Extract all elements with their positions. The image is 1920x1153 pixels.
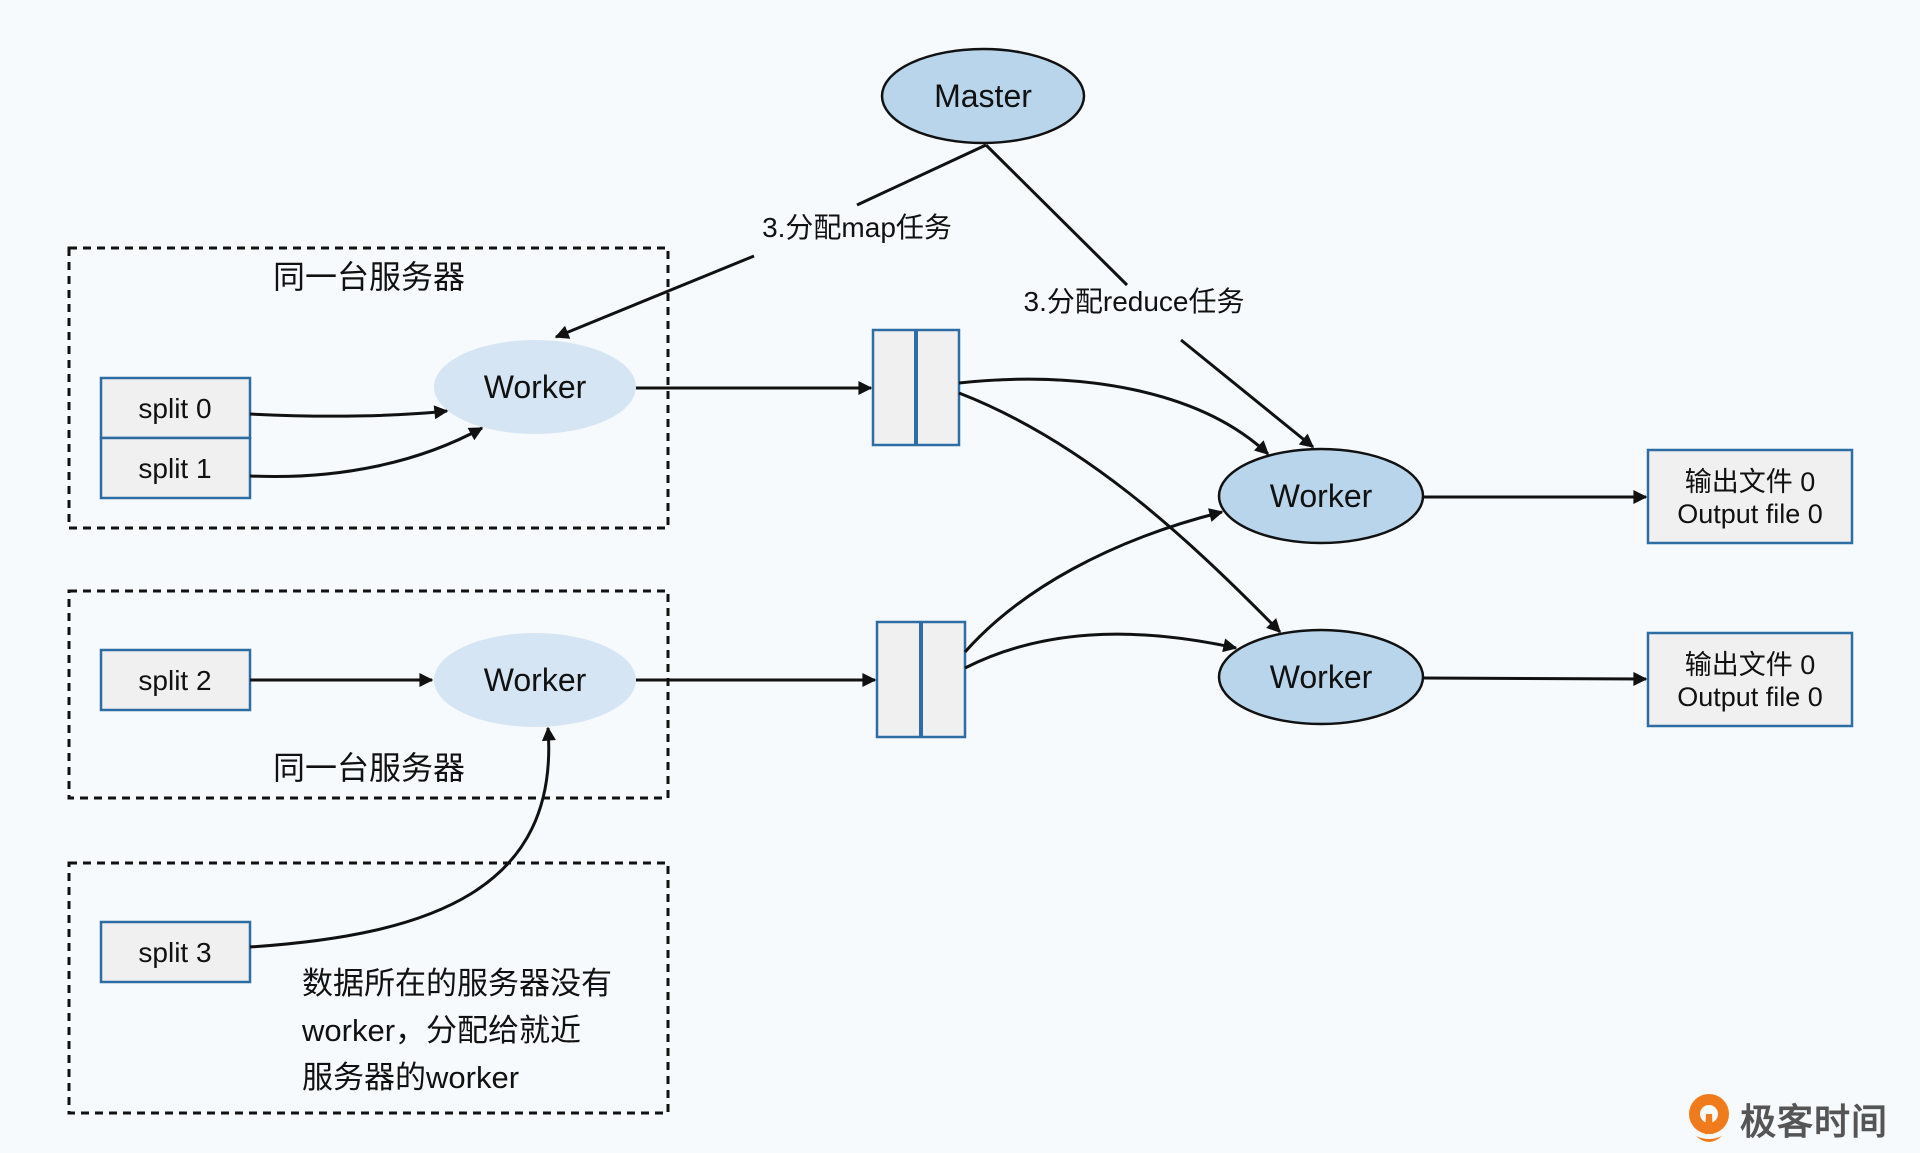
svg-text:split 3: split 3	[138, 937, 211, 968]
svg-text:Output file 0: Output file 0	[1677, 682, 1823, 712]
split-3-box: split 3	[99, 920, 252, 984]
svg-text:split 0: split 0	[138, 393, 211, 424]
server-group-3	[67, 861, 670, 1115]
master-node: Master	[880, 47, 1086, 145]
output-file-1: 输出文件 0 Output file 0	[1646, 448, 1854, 545]
note-line-3: 服务器的worker	[302, 1060, 519, 1095]
note-line-1: 数据所在的服务器没有	[302, 966, 612, 1001]
edge-master-map-a	[856, 143, 987, 207]
intermediate-files-2	[875, 620, 967, 739]
split-1-box: split 1	[99, 436, 252, 500]
svg-text:Master: Master	[934, 78, 1032, 114]
edge-queue1-reduce1	[958, 377, 1270, 456]
assign-reduce-label: 3.分配reduce任务	[1024, 286, 1245, 317]
edge-master-reduce-b	[1180, 338, 1315, 449]
svg-text:Worker: Worker	[1270, 659, 1373, 695]
svg-text:输出文件 0: 输出文件 0	[1685, 650, 1816, 680]
server-group-2	[67, 589, 670, 800]
server-group-1	[67, 246, 670, 530]
logo: 极客时间	[1686, 1090, 1888, 1148]
assign-map-label: 3.分配map任务	[762, 212, 952, 243]
svg-text:split 1: split 1	[138, 453, 211, 484]
edge-queue2-reduce1	[963, 508, 1224, 653]
map-worker-1: Worker	[434, 340, 636, 434]
split-0-box: split 0	[99, 376, 252, 440]
geektime-logo-icon	[1689, 1094, 1729, 1142]
reduce-worker-1: Worker	[1217, 447, 1425, 545]
edge-master-reduce-a	[984, 143, 1129, 287]
server-group-1-label: 同一台服务器	[273, 259, 465, 295]
svg-text:Worker: Worker	[484, 662, 587, 698]
edge-master-map-b	[554, 254, 755, 339]
logo-text: 极客时间	[1740, 1102, 1889, 1143]
svg-text:split 2: split 2	[138, 665, 211, 696]
edge-reduce2-output2	[1422, 671, 1648, 686]
svg-text:Output file 0: Output file 0	[1677, 499, 1823, 529]
reduce-worker-2: Worker	[1217, 628, 1425, 726]
edge-split3-worker2	[249, 726, 556, 949]
edge-split0-worker1	[249, 405, 449, 420]
edge-queue2-reduce2	[964, 632, 1238, 670]
edge-queue1-reduce2	[958, 391, 1282, 634]
server-group-2-label: 同一台服务器	[273, 750, 465, 786]
split-2-box: split 2	[99, 648, 252, 712]
intermediate-files-1	[871, 328, 961, 447]
note-line-2: worker，分配给就近	[301, 1013, 581, 1048]
svg-text:Worker: Worker	[1270, 478, 1373, 514]
svg-text:Worker: Worker	[484, 369, 587, 405]
map-worker-2: Worker	[434, 633, 636, 727]
edge-split1-worker1	[249, 426, 484, 478]
svg-text:输出文件 0: 输出文件 0	[1685, 467, 1816, 497]
output-file-2: 输出文件 0 Output file 0	[1646, 631, 1854, 728]
